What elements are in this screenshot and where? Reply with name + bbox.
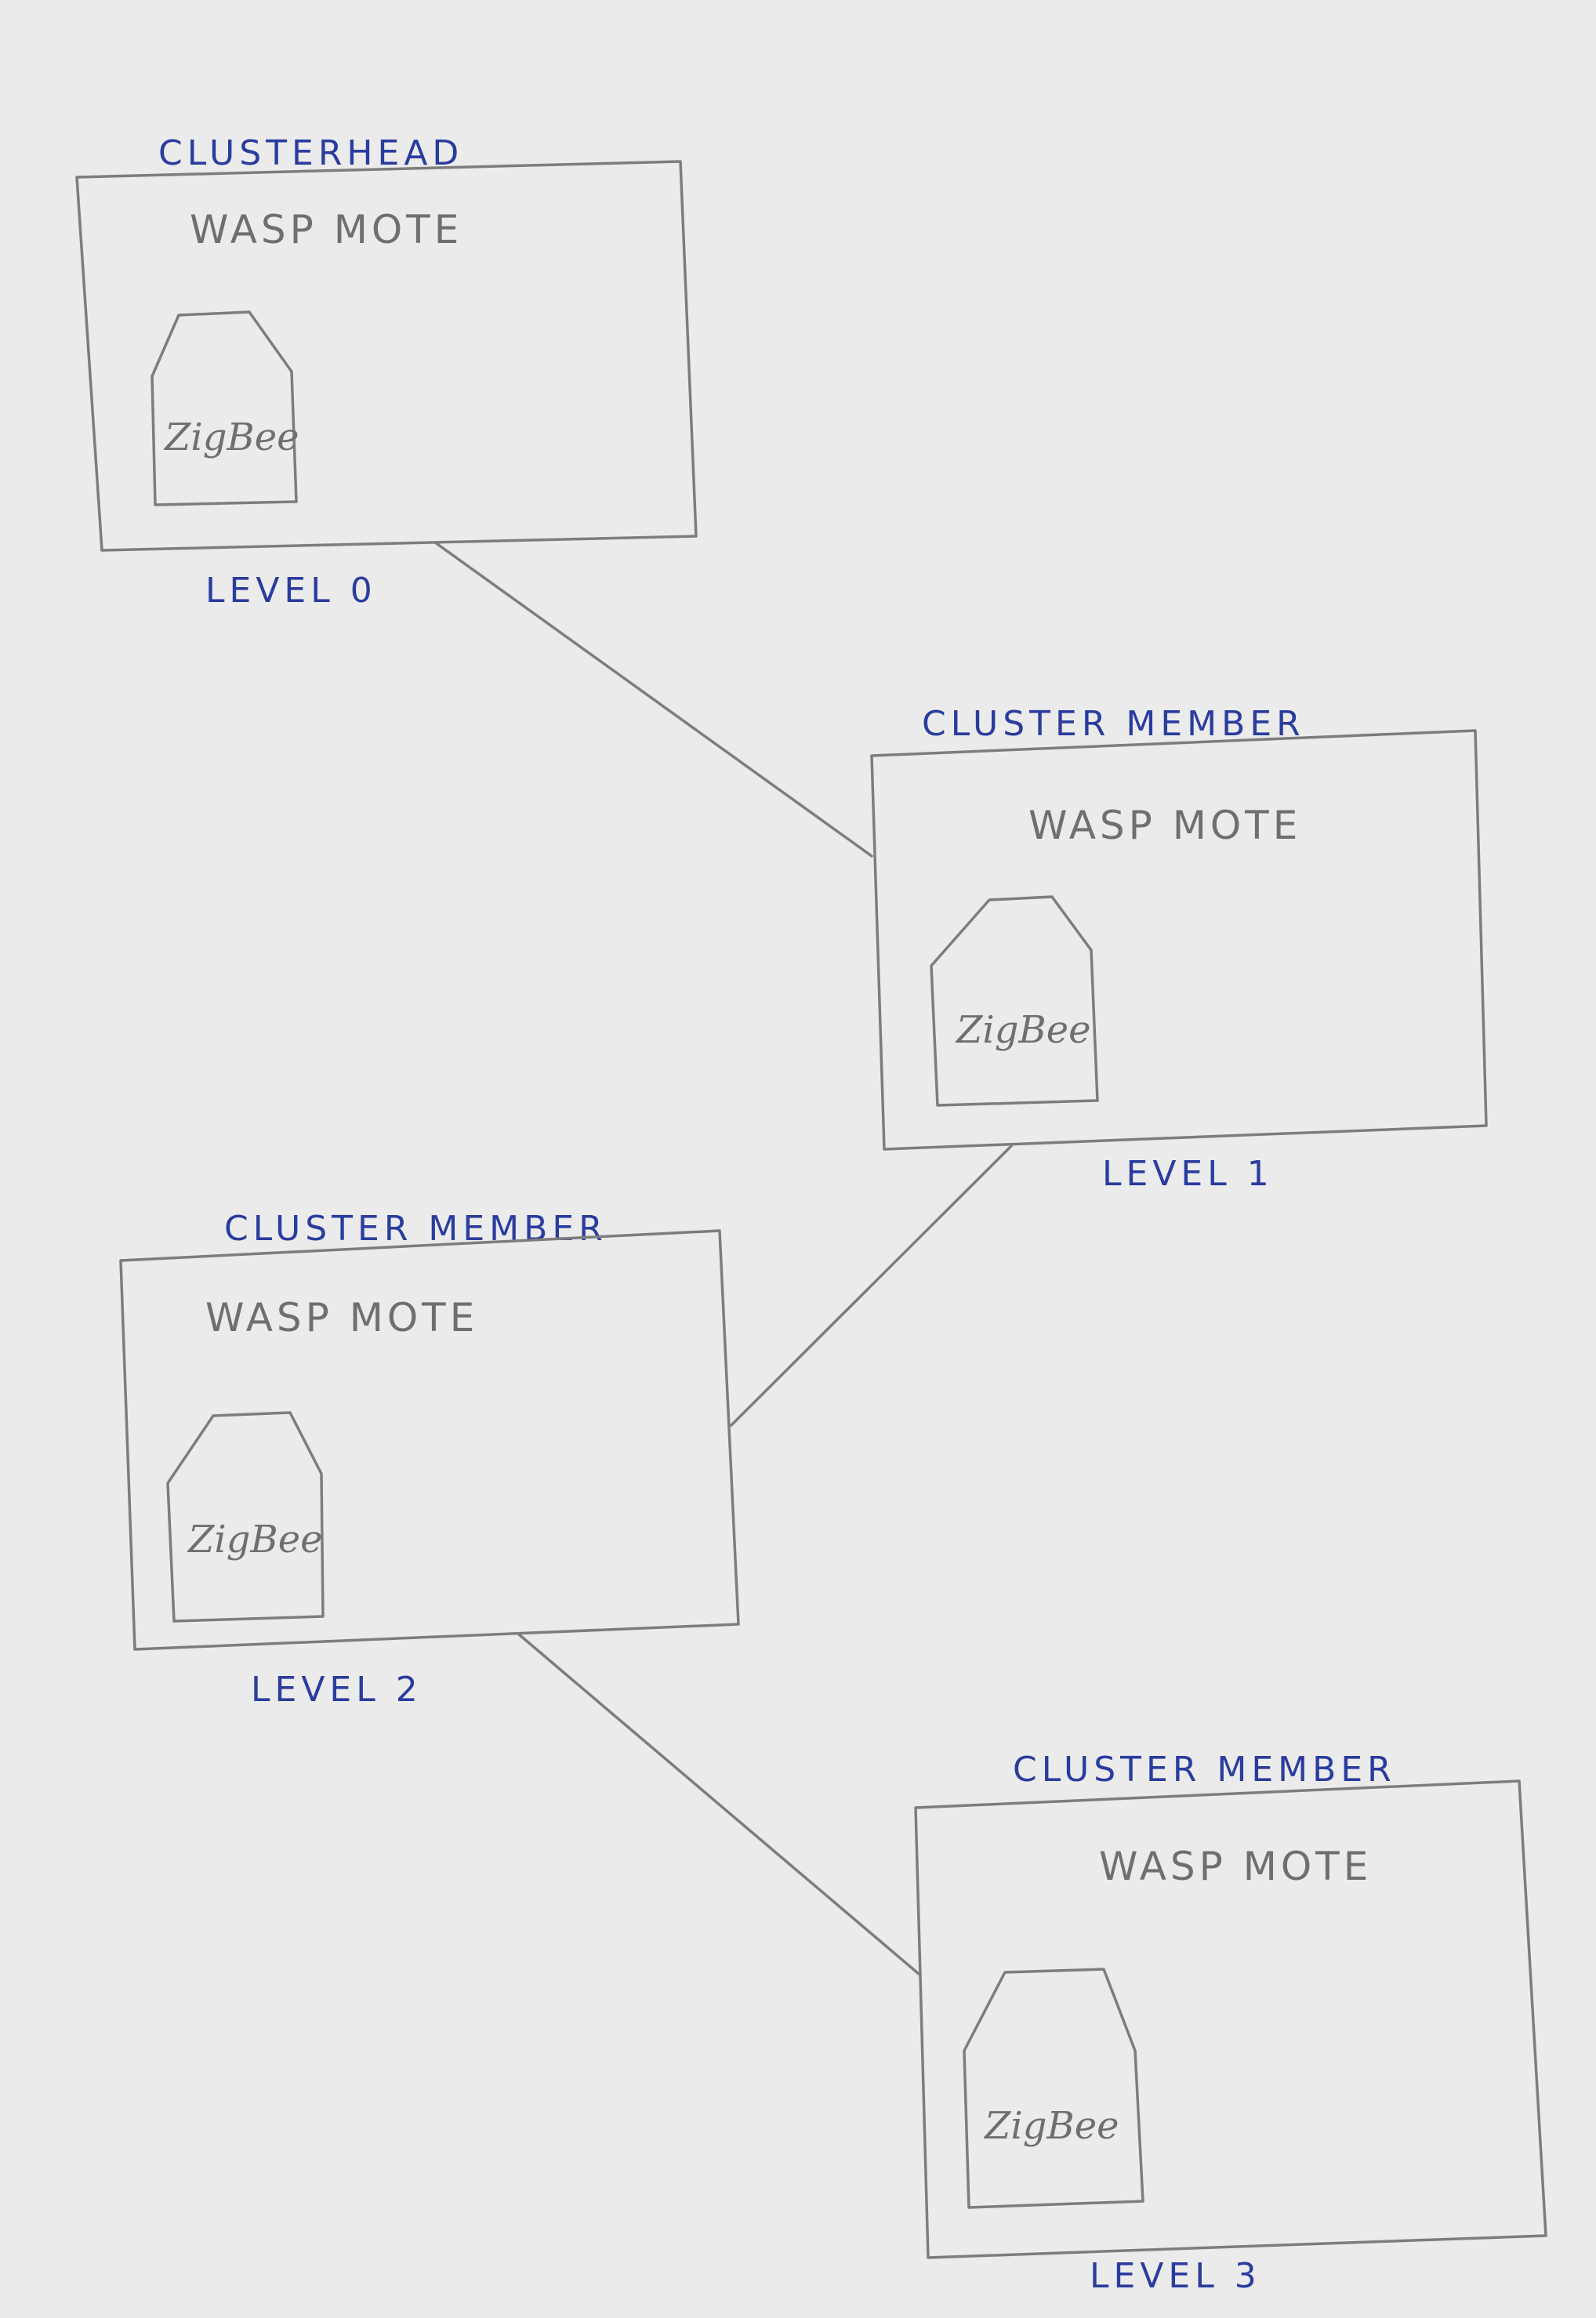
zigbee-module-icon: [151, 310, 298, 506]
device-label: WASP MOTE: [205, 1295, 478, 1340]
node-role-label: CLUSTER MEMBER: [1013, 1750, 1396, 1790]
node-role-label: CLUSTER MEMBER: [922, 704, 1305, 744]
node-role-label: CLUSTER MEMBER: [224, 1209, 608, 1249]
node-level-3: CLUSTER MEMBER WASP MOTE ZigBee LEVEL 3: [914, 1750, 1547, 2296]
link-level0-level1: [433, 541, 873, 858]
node-box: [914, 1779, 1547, 2259]
node-level-2: CLUSTER MEMBER WASP MOTE ZigBee LEVEL 2: [119, 1209, 740, 1710]
link-level1-level2: [730, 1144, 1013, 1427]
zigbee-label: ZigBee: [955, 1008, 1091, 1052]
node-box: [119, 1229, 740, 1651]
node-level-0: CLUSTERHEAD WASP MOTE ZigBee LEVEL 0: [75, 133, 698, 611]
zigbee-label: ZigBee: [163, 415, 299, 459]
level-label: LEVEL 2: [251, 1670, 423, 1710]
device-label: WASP MOTE: [1028, 803, 1301, 848]
node-level-1: CLUSTER MEMBER WASP MOTE ZigBee LEVEL 1: [870, 704, 1488, 1194]
node-box: [870, 729, 1488, 1151]
node-role-label: CLUSTERHEAD: [158, 133, 463, 173]
level-label: LEVEL 0: [205, 571, 377, 611]
zigbee-module-icon: [166, 1411, 325, 1623]
node-box: [75, 160, 698, 552]
zigbee-label: ZigBee: [187, 1518, 323, 1562]
level-label: LEVEL 3: [1090, 2256, 1261, 2296]
device-label: WASP MOTE: [1099, 1844, 1372, 1889]
level-label: LEVEL 1: [1102, 1154, 1274, 1194]
device-label: WASP MOTE: [190, 207, 462, 252]
zigbee-module-icon: [930, 895, 1099, 1107]
zigbee-module-icon: [963, 1968, 1144, 2209]
link-level2-level3: [517, 1633, 920, 1975]
zigbee-label: ZigBee: [983, 2104, 1119, 2148]
